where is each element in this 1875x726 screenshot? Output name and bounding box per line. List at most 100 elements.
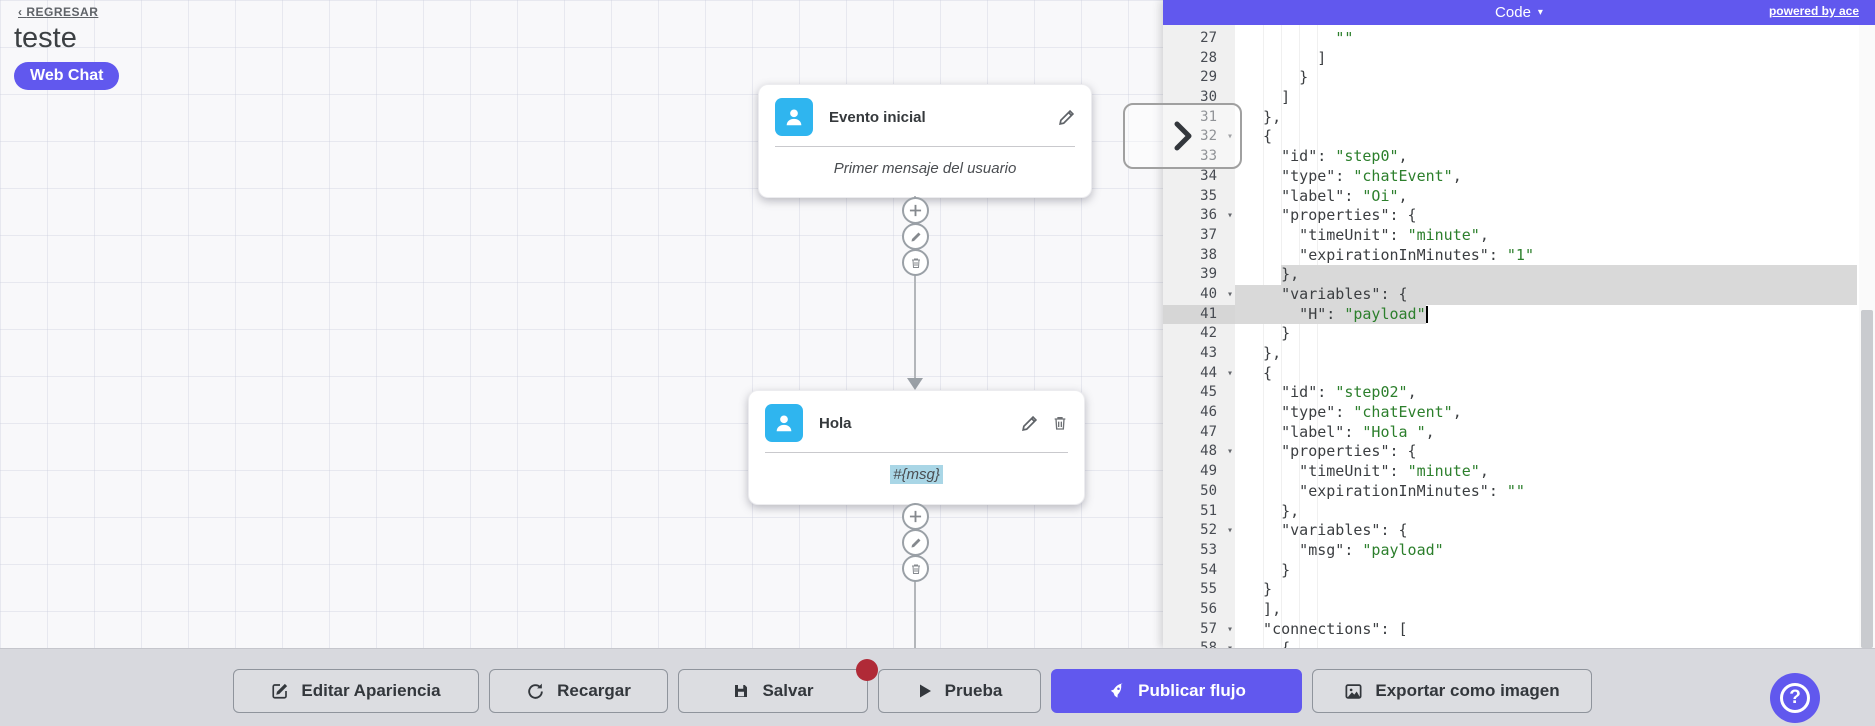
gutter-line-34[interactable]: 34 bbox=[1200, 167, 1217, 184]
gutter-line-55[interactable]: 55 bbox=[1200, 581, 1217, 598]
editor-scrollbar[interactable] bbox=[1859, 25, 1875, 648]
code-line-36[interactable]: "properties": { bbox=[1245, 206, 1417, 225]
gutter-line-57[interactable]: 57▾ bbox=[1163, 620, 1235, 640]
code-line-27[interactable]: "" bbox=[1335, 29, 1354, 47]
code-line-33[interactable]: "id": "step0", bbox=[1245, 147, 1408, 166]
gutter-line-50[interactable]: 50 bbox=[1200, 482, 1217, 499]
node-evento-inicial[interactable]: Evento inicial Primer mensaje del usuari… bbox=[758, 84, 1092, 198]
code-line-48[interactable]: "properties": { bbox=[1245, 442, 1417, 461]
chevron-left-icon: ‹ bbox=[18, 5, 23, 19]
code-line-31[interactable]: }, bbox=[1245, 107, 1282, 126]
publish-flow-button[interactable]: Publicar flujo bbox=[1051, 669, 1302, 713]
gutter-line-29[interactable]: 29 bbox=[1200, 69, 1217, 86]
fold-toggle-icon[interactable]: ▾ bbox=[1226, 210, 1233, 222]
code-line-35[interactable]: "label": "Oi", bbox=[1245, 186, 1408, 205]
gutter-line-38[interactable]: 38 bbox=[1200, 246, 1217, 263]
code-line-29[interactable]: } bbox=[1245, 68, 1309, 87]
export-image-button[interactable]: Exportar como imagen bbox=[1312, 669, 1592, 713]
code-line-57[interactable]: "connections": [ bbox=[1245, 619, 1408, 638]
code-line-40[interactable]: "variables": { bbox=[1235, 284, 1875, 305]
gutter-line-56[interactable]: 56 bbox=[1200, 600, 1217, 617]
code-line-47[interactable]: "label": "Hola ", bbox=[1245, 422, 1435, 441]
code-line-58[interactable]: { bbox=[1235, 639, 1875, 648]
fold-toggle-icon[interactable]: ▾ bbox=[1226, 131, 1233, 143]
gutter-line-47[interactable]: 47 bbox=[1200, 423, 1217, 440]
gutter-line-33[interactable]: 33 bbox=[1200, 148, 1217, 165]
gutter-line-40[interactable]: 40▾ bbox=[1163, 285, 1235, 305]
gutter-line-58[interactable]: 58▾ bbox=[1163, 639, 1235, 648]
editor-code-lines[interactable]: "" ] } ] }, { "id": "step0", "type": "ch… bbox=[1235, 25, 1875, 648]
gutter-line-41[interactable]: 41 bbox=[1163, 304, 1235, 325]
delete-connection-button[interactable] bbox=[902, 555, 929, 582]
gutter-line-27[interactable]: 27 bbox=[1200, 30, 1217, 46]
fold-toggle-icon[interactable]: ▾ bbox=[1226, 623, 1233, 635]
save-button[interactable]: Salvar bbox=[678, 659, 878, 713]
code-line-52[interactable]: "variables": { bbox=[1245, 521, 1408, 540]
code-line-44[interactable]: { bbox=[1245, 363, 1273, 382]
code-line-42[interactable]: } bbox=[1245, 324, 1291, 343]
code-line-54[interactable]: } bbox=[1245, 560, 1291, 579]
edit-node-icon[interactable] bbox=[1021, 415, 1038, 432]
gutter-line-54[interactable]: 54 bbox=[1200, 561, 1217, 578]
gutter-line-30[interactable]: 30 bbox=[1200, 89, 1217, 106]
reload-button[interactable]: Recargar bbox=[489, 669, 668, 713]
code-line-46[interactable]: "type": "chatEvent", bbox=[1245, 403, 1462, 422]
code-line-38[interactable]: "expirationInMinutes": "1" bbox=[1245, 245, 1534, 264]
gutter-line-53[interactable]: 53 bbox=[1200, 541, 1217, 558]
back-link[interactable]: ‹ REGRESAR bbox=[18, 5, 98, 19]
code-line-45[interactable]: "id": "step02", bbox=[1245, 383, 1417, 402]
code-line-41[interactable]: "H": "payload" bbox=[1235, 304, 1875, 325]
code-line-30[interactable]: ] bbox=[1245, 88, 1291, 107]
gutter-line-37[interactable]: 37 bbox=[1200, 226, 1217, 243]
code-line-28[interactable]: ] bbox=[1245, 48, 1327, 67]
code-panel: Code ▾ powered by ace 27 28 29 30 31 32▾33 34 3… bbox=[1123, 0, 1875, 648]
gutter-line-48[interactable]: 48▾ bbox=[1163, 442, 1235, 462]
gutter-line-42[interactable]: 42 bbox=[1200, 325, 1217, 342]
gutter-line-36[interactable]: 36▾ bbox=[1163, 206, 1235, 226]
fold-toggle-icon[interactable]: ▾ bbox=[1226, 446, 1233, 458]
delete-connection-button[interactable] bbox=[902, 249, 929, 276]
edit-connection-button[interactable] bbox=[902, 529, 929, 556]
powered-by-ace-link[interactable]: powered by ace bbox=[1768, 4, 1859, 18]
fold-toggle-icon[interactable]: ▾ bbox=[1227, 639, 1233, 648]
gutter-line-32[interactable]: 32▾ bbox=[1163, 127, 1235, 147]
code-line-55[interactable]: } bbox=[1245, 580, 1273, 599]
gutter-line-49[interactable]: 49 bbox=[1200, 463, 1217, 480]
gutter-line-28[interactable]: 28 bbox=[1200, 49, 1217, 66]
add-step-button[interactable] bbox=[902, 197, 929, 224]
code-mode-dropdown[interactable]: Code ▾ bbox=[1495, 4, 1543, 21]
code-line-34[interactable]: "type": "chatEvent", bbox=[1245, 166, 1462, 185]
edit-node-icon[interactable] bbox=[1058, 109, 1075, 126]
scrollbar-thumb[interactable] bbox=[1861, 310, 1873, 648]
gutter-line-52[interactable]: 52▾ bbox=[1163, 521, 1235, 541]
gutter-line-39[interactable]: 39 bbox=[1200, 266, 1217, 283]
edit-connection-button[interactable] bbox=[902, 223, 929, 250]
gutter-line-51[interactable]: 51 bbox=[1200, 502, 1217, 519]
code-line-53[interactable]: "msg": "payload" bbox=[1245, 540, 1444, 559]
code-line-32[interactable]: { bbox=[1245, 127, 1273, 146]
add-step-button[interactable] bbox=[902, 503, 929, 530]
gutter-line-43[interactable]: 43 bbox=[1200, 345, 1217, 361]
help-button[interactable]: ? bbox=[1770, 673, 1820, 723]
fold-toggle-icon[interactable]: ▾ bbox=[1226, 288, 1233, 300]
gutter-line-44[interactable]: 44▾ bbox=[1163, 364, 1235, 384]
code-line-39[interactable]: }, bbox=[1235, 265, 1875, 285]
edit-appearance-button[interactable]: Editar Apariencia bbox=[233, 669, 479, 713]
code-line-49[interactable]: "timeUnit": "minute", bbox=[1245, 462, 1489, 481]
panel-collapse-handle[interactable] bbox=[1123, 103, 1242, 169]
code-line-37[interactable]: "timeUnit": "minute", bbox=[1245, 225, 1489, 244]
code-line-51[interactable]: }, bbox=[1245, 501, 1300, 520]
gutter-line-45[interactable]: 45 bbox=[1200, 384, 1217, 401]
fold-toggle-icon[interactable]: ▾ bbox=[1226, 525, 1233, 537]
gutter-line-35[interactable]: 35 bbox=[1200, 187, 1217, 204]
test-button[interactable]: Prueba bbox=[878, 669, 1041, 713]
code-line-50[interactable]: "expirationInMinutes": "" bbox=[1245, 481, 1525, 500]
gutter-line-46[interactable]: 46 bbox=[1200, 404, 1217, 421]
gutter-line-31[interactable]: 31 bbox=[1200, 108, 1217, 125]
fold-toggle-icon[interactable]: ▾ bbox=[1226, 367, 1233, 379]
node-hola[interactable]: Hola #{msg} bbox=[748, 390, 1085, 505]
delete-node-icon[interactable] bbox=[1052, 415, 1068, 431]
code-line-56[interactable]: ], bbox=[1245, 599, 1282, 618]
code-line-43[interactable]: }, bbox=[1245, 344, 1282, 362]
